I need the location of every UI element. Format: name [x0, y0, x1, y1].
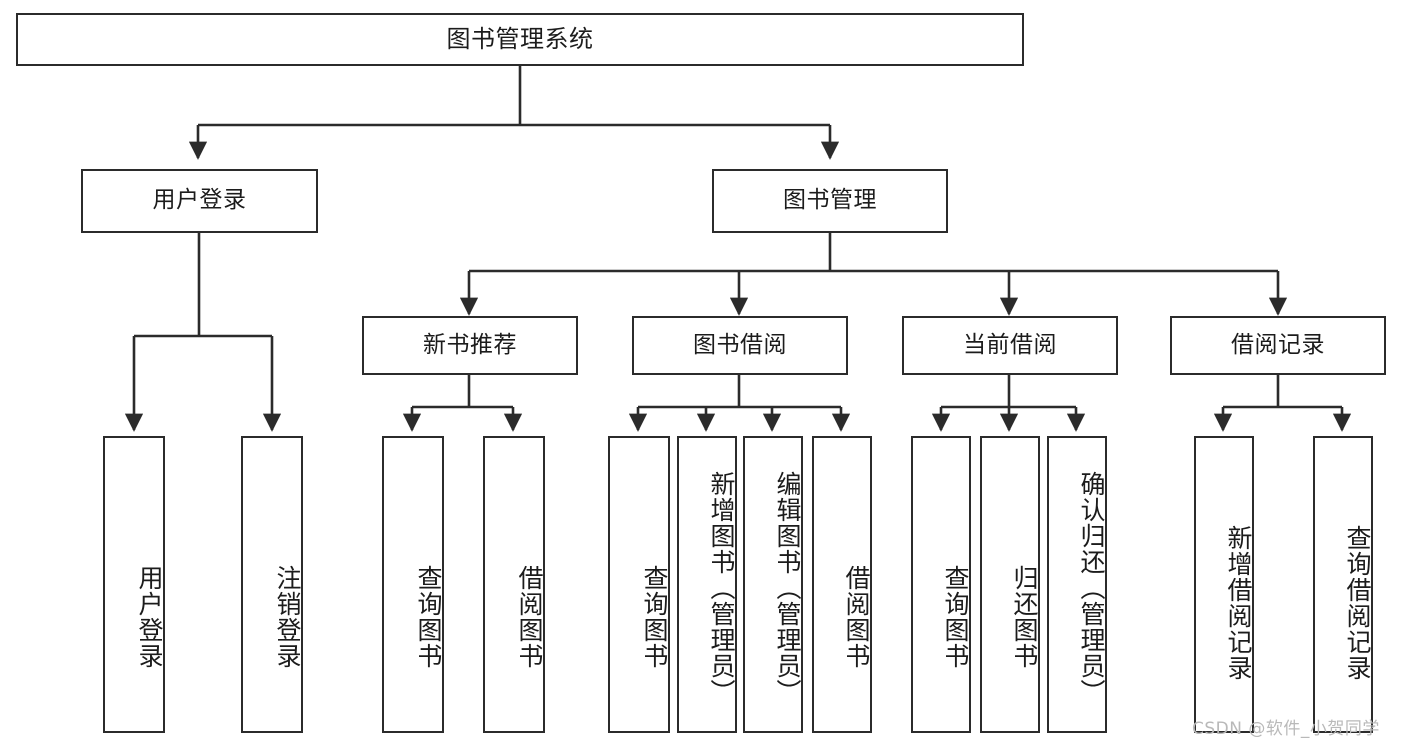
leaf-confirm-return[interactable]: 确认归还（管理员） [1047, 436, 1107, 733]
leaf-edit-book[interactable]: 编辑图书（管理员） [743, 436, 803, 733]
leaf-add-borrow-record[interactable]: 新增借阅记录 [1194, 436, 1254, 733]
leaf-borrow-book-borrow[interactable]: 借阅图书 [812, 436, 872, 733]
node-label: 新书推荐 [423, 331, 517, 358]
node-label: 借阅记录 [1231, 331, 1325, 358]
node-label: 查询借阅记录 [1343, 524, 1372, 681]
node-book-borrow[interactable]: 图书借阅 [632, 316, 848, 375]
node-label: 注销登录 [273, 564, 302, 669]
node-label: 当前借阅 [963, 331, 1057, 358]
leaf-query-book-borrow[interactable]: 查询图书 [608, 436, 670, 733]
node-label: 查询图书 [414, 564, 443, 669]
node-label: 查询图书 [640, 564, 669, 669]
node-new-book-recommend[interactable]: 新书推荐 [362, 316, 578, 375]
leaf-user-login[interactable]: 用户登录 [103, 436, 165, 733]
csdn-watermark: CSDN @软件_小贺同学 [1192, 719, 1380, 739]
node-label: 借阅图书 [842, 564, 871, 669]
node-label: 新增图书（管理员） [707, 470, 736, 705]
node-book-manage[interactable]: 图书管理 [712, 169, 948, 233]
node-label: 图书管理系统 [446, 25, 594, 54]
leaf-borrow-book-recommend[interactable]: 借阅图书 [483, 436, 545, 733]
node-label: 借阅图书 [515, 564, 544, 669]
node-label: 用户登录 [135, 564, 164, 669]
leaf-query-book-current[interactable]: 查询图书 [911, 436, 971, 733]
node-label: 用户登录 [152, 187, 247, 214]
node-user-login[interactable]: 用户登录 [81, 169, 318, 233]
leaf-return-book[interactable]: 归还图书 [980, 436, 1040, 733]
leaf-query-borrow-record[interactable]: 查询借阅记录 [1313, 436, 1373, 733]
node-label: 查询图书 [941, 564, 970, 669]
node-label: 图书管理 [783, 187, 877, 214]
leaf-logout-login[interactable]: 注销登录 [241, 436, 303, 733]
node-root-system[interactable]: 图书管理系统 [16, 13, 1024, 66]
node-label: 确认归还（管理员） [1077, 470, 1106, 705]
leaf-query-book-recommend[interactable]: 查询图书 [382, 436, 444, 733]
node-label: 图书借阅 [693, 331, 787, 358]
node-borrow-record[interactable]: 借阅记录 [1170, 316, 1386, 375]
node-label: 新增借阅记录 [1224, 524, 1253, 681]
node-label: 归还图书 [1010, 564, 1039, 669]
node-current-borrow[interactable]: 当前借阅 [902, 316, 1118, 375]
leaf-add-book[interactable]: 新增图书（管理员） [677, 436, 737, 733]
node-label: 编辑图书（管理员） [773, 470, 802, 705]
